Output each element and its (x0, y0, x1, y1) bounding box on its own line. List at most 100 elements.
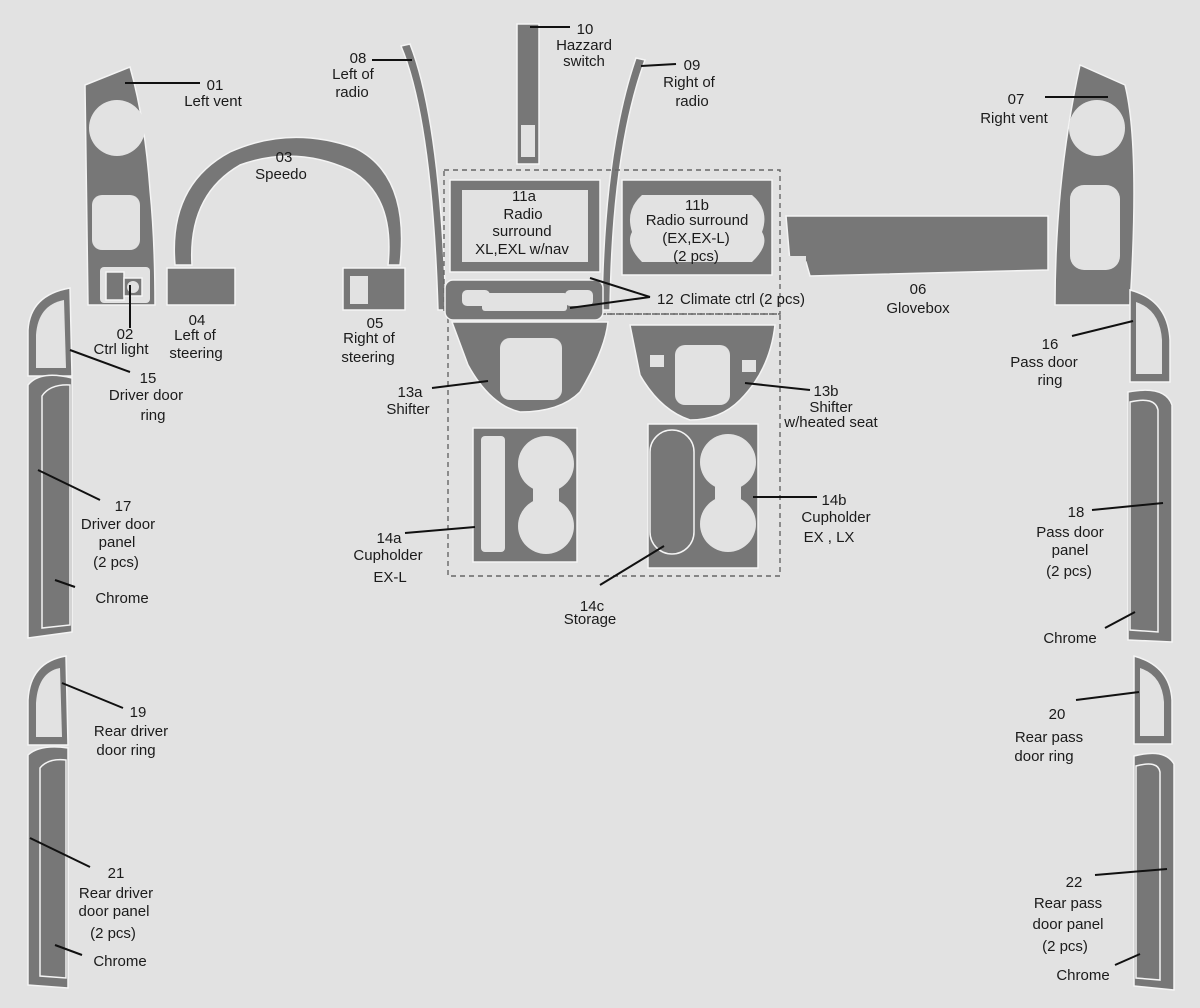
label-10: 10 Hazzard switch (556, 21, 612, 70)
piece-19-rear-driver-door-ring (27, 655, 69, 746)
label-11b-line-3: (2 pcs) (673, 248, 719, 265)
label-14b-line-2: EX , LX (804, 529, 855, 546)
label-02: 02 Ctrl light (93, 326, 149, 358)
piece-02-ctrl-light (105, 271, 143, 301)
label-14c: 14c Storage (564, 598, 617, 628)
label-12: 12 Climate ctrl (2 pcs) (657, 291, 805, 308)
label-08: 08 Left of radio (332, 50, 375, 101)
label-05: 05 Right of steering (341, 315, 395, 366)
label-18-line-1: Pass door (1036, 524, 1104, 541)
label-11a: 11a Radio surround XL,EXL w/nav (475, 188, 569, 258)
label-13a-number: 13a (397, 384, 423, 401)
label-11b-line-2: (EX,EX-L) (662, 230, 730, 247)
piece-14a-cupholder (472, 427, 578, 563)
label-13b-number: 13b (813, 383, 838, 400)
label-16-line-1: Pass door (1010, 354, 1078, 371)
label-04-line-1: Left of (174, 327, 217, 344)
label-09: 09 Right of radio (663, 57, 716, 110)
chrome-label-pass-door: Chrome (1043, 630, 1096, 647)
label-20-number: 20 (1049, 706, 1066, 723)
label-22-number: 22 (1066, 874, 1083, 891)
label-06: 06 Glovebox (886, 281, 950, 317)
label-11b-number: 11b (685, 197, 709, 214)
label-05-line-1: Right of (343, 330, 396, 347)
chrome-label-rear-driver-door: Chrome (93, 953, 146, 970)
label-13b-line-2: w/heated seat (783, 414, 878, 431)
piece-10-hazzard-switch (516, 23, 540, 165)
label-22-line-1: Rear pass (1034, 895, 1102, 912)
label-17-line-2: panel (99, 534, 136, 551)
label-16: 16 Pass door ring (1010, 336, 1078, 389)
label-11a-line-3: XL,EXL w/nav (475, 241, 569, 258)
label-13a-line-1: Shifter (386, 401, 429, 418)
label-04-number: 04 (189, 312, 206, 329)
label-13b: 13b Shifter w/heated seat (783, 383, 878, 431)
piece-06-glovebox (785, 215, 1049, 277)
piece-14c-storage (649, 429, 695, 555)
piece-08-left-of-radio (399, 43, 447, 311)
piece-13b-shifter-heated-seat (629, 324, 776, 421)
label-03-line-1: Speedo (255, 166, 307, 183)
label-03-number: 03 (276, 149, 293, 166)
label-18-line-2: panel (1052, 542, 1089, 559)
label-19-number: 19 (130, 704, 147, 721)
label-06-number: 06 (910, 281, 927, 298)
label-09-number: 09 (684, 57, 701, 74)
label-18-line-3: (2 pcs) (1046, 563, 1092, 580)
label-11a-line-1: Radio (503, 206, 542, 223)
label-02-number: 02 (117, 326, 134, 343)
label-21-line-2: door panel (79, 903, 150, 920)
label-01-line-1: Left vent (184, 93, 242, 110)
label-14b-number: 14b (821, 492, 846, 509)
chrome-label-driver-door: Chrome (95, 590, 148, 607)
label-14c-number: 14c (580, 598, 605, 615)
label-14a-line-2: EX-L (373, 569, 406, 586)
label-11b: 11b Radio surround (EX,EX-L) (2 pcs) (646, 197, 749, 265)
label-08-line-2: radio (335, 84, 368, 101)
label-03: 03 Speedo (255, 149, 307, 183)
label-04: 04 Left of steering (169, 312, 222, 362)
label-15: 15 Driver door ring (109, 370, 183, 424)
piece-21-rear-driver-door-panel (27, 746, 69, 989)
label-15-line-2: ring (140, 407, 165, 424)
piece-13a-shifter (450, 321, 609, 413)
piece-20-rear-pass-door-ring (1133, 655, 1173, 745)
label-22-line-3: (2 pcs) (1042, 938, 1088, 955)
label-21-line-1: Rear driver (79, 885, 153, 902)
label-14a: 14a Cupholder EX-L (353, 530, 422, 586)
label-17-line-1: Driver door (81, 516, 155, 533)
label-09-line-2: radio (675, 93, 708, 110)
label-18: 18 Pass door panel (2 pcs) (1036, 504, 1104, 580)
label-02-line-1: Ctrl light (93, 341, 149, 358)
chrome-label-rear-pass-door: Chrome (1056, 967, 1109, 984)
label-19-line-1: Rear driver (94, 723, 168, 740)
piece-12-climate-ctrl (444, 279, 604, 321)
label-08-number: 08 (350, 50, 367, 67)
label-14a-line-1: Cupholder (353, 547, 422, 564)
label-11a-line-2: surround (492, 223, 551, 240)
label-04-line-2: steering (169, 345, 222, 362)
label-16-line-2: ring (1037, 372, 1062, 389)
label-12-line-1: Climate ctrl (2 pcs) (680, 291, 805, 308)
label-20: 20 Rear pass door ring (1014, 706, 1083, 765)
label-13a: 13a Shifter (386, 384, 429, 418)
piece-01-left-vent (84, 65, 156, 306)
label-14b: 14b Cupholder EX , LX (801, 492, 870, 546)
label-19: 19 Rear driver door ring (94, 704, 168, 759)
label-05-line-2: steering (341, 349, 394, 366)
label-07-line-1: Right vent (980, 110, 1048, 127)
label-22: 22 Rear pass door panel (2 pcs) (1033, 874, 1104, 955)
piece-03-speedo (173, 136, 403, 266)
label-15-number: 15 (140, 370, 157, 387)
label-16-number: 16 (1042, 336, 1059, 353)
piece-11b-radio-surround (621, 179, 773, 276)
label-15-line-1: Driver door (109, 387, 183, 404)
label-10-line-2: switch (563, 53, 605, 70)
label-19-line-2: door ring (96, 742, 155, 759)
piece-11a-radio-surround (449, 179, 601, 273)
label-17-line-3: (2 pcs) (93, 554, 139, 571)
label-13b-line-1: Shifter (809, 399, 852, 416)
label-21-number: 21 (108, 865, 125, 882)
label-21: 21 Rear driver door panel (2 pcs) (79, 865, 154, 942)
